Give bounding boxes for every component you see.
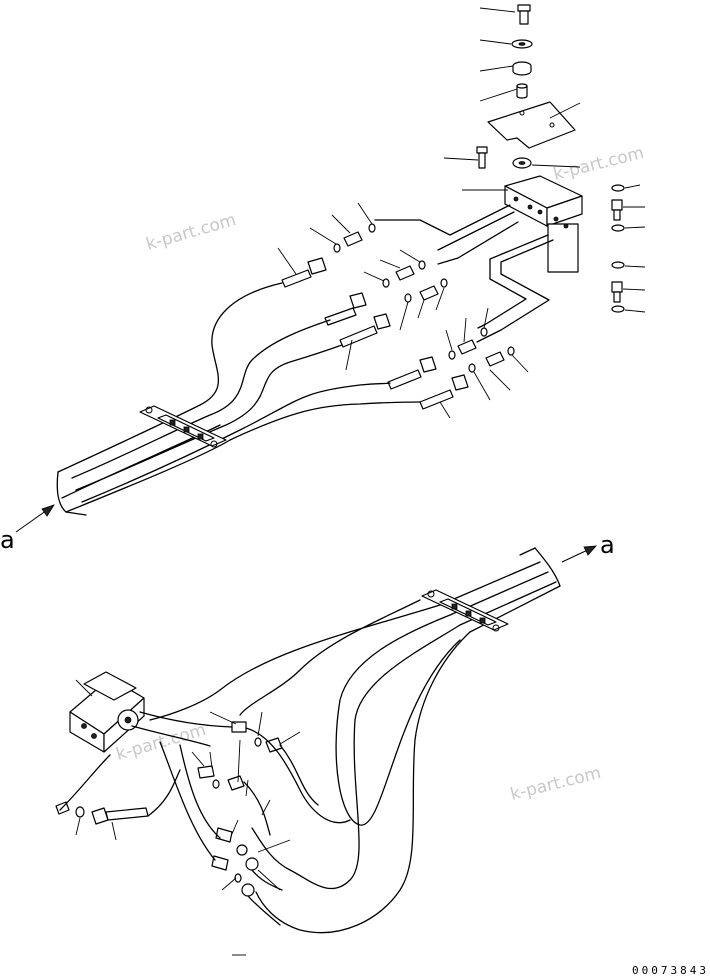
top-leaders (443, 7, 646, 313)
watermark-2: k-part.com (551, 143, 646, 185)
hose-ends (281, 257, 469, 410)
top-assembly (15, 4, 646, 533)
drawing-code: 00073843 (632, 964, 709, 977)
view-arrow-bottom (561, 545, 597, 563)
bottom-leaders (75, 679, 301, 956)
valve-block (69, 671, 145, 753)
view-label-a-bottom: a (600, 531, 615, 559)
top-clamp (139, 405, 227, 448)
bottom-assembly (55, 545, 597, 956)
watermark-4: k-part.com (508, 763, 603, 805)
bottom-hose-bundle (149, 547, 561, 934)
bottom-clamp (421, 589, 509, 632)
top-hose-bundle (56, 282, 421, 516)
bolt-stack (476, 4, 583, 273)
top-cluster-leaders (277, 202, 529, 419)
view-arrow-top (15, 504, 55, 533)
view-label-a-top: a (0, 526, 15, 554)
bottom-hoses (59, 711, 351, 926)
watermark-1: k-part.com (144, 210, 238, 255)
right-fittings (611, 184, 625, 313)
